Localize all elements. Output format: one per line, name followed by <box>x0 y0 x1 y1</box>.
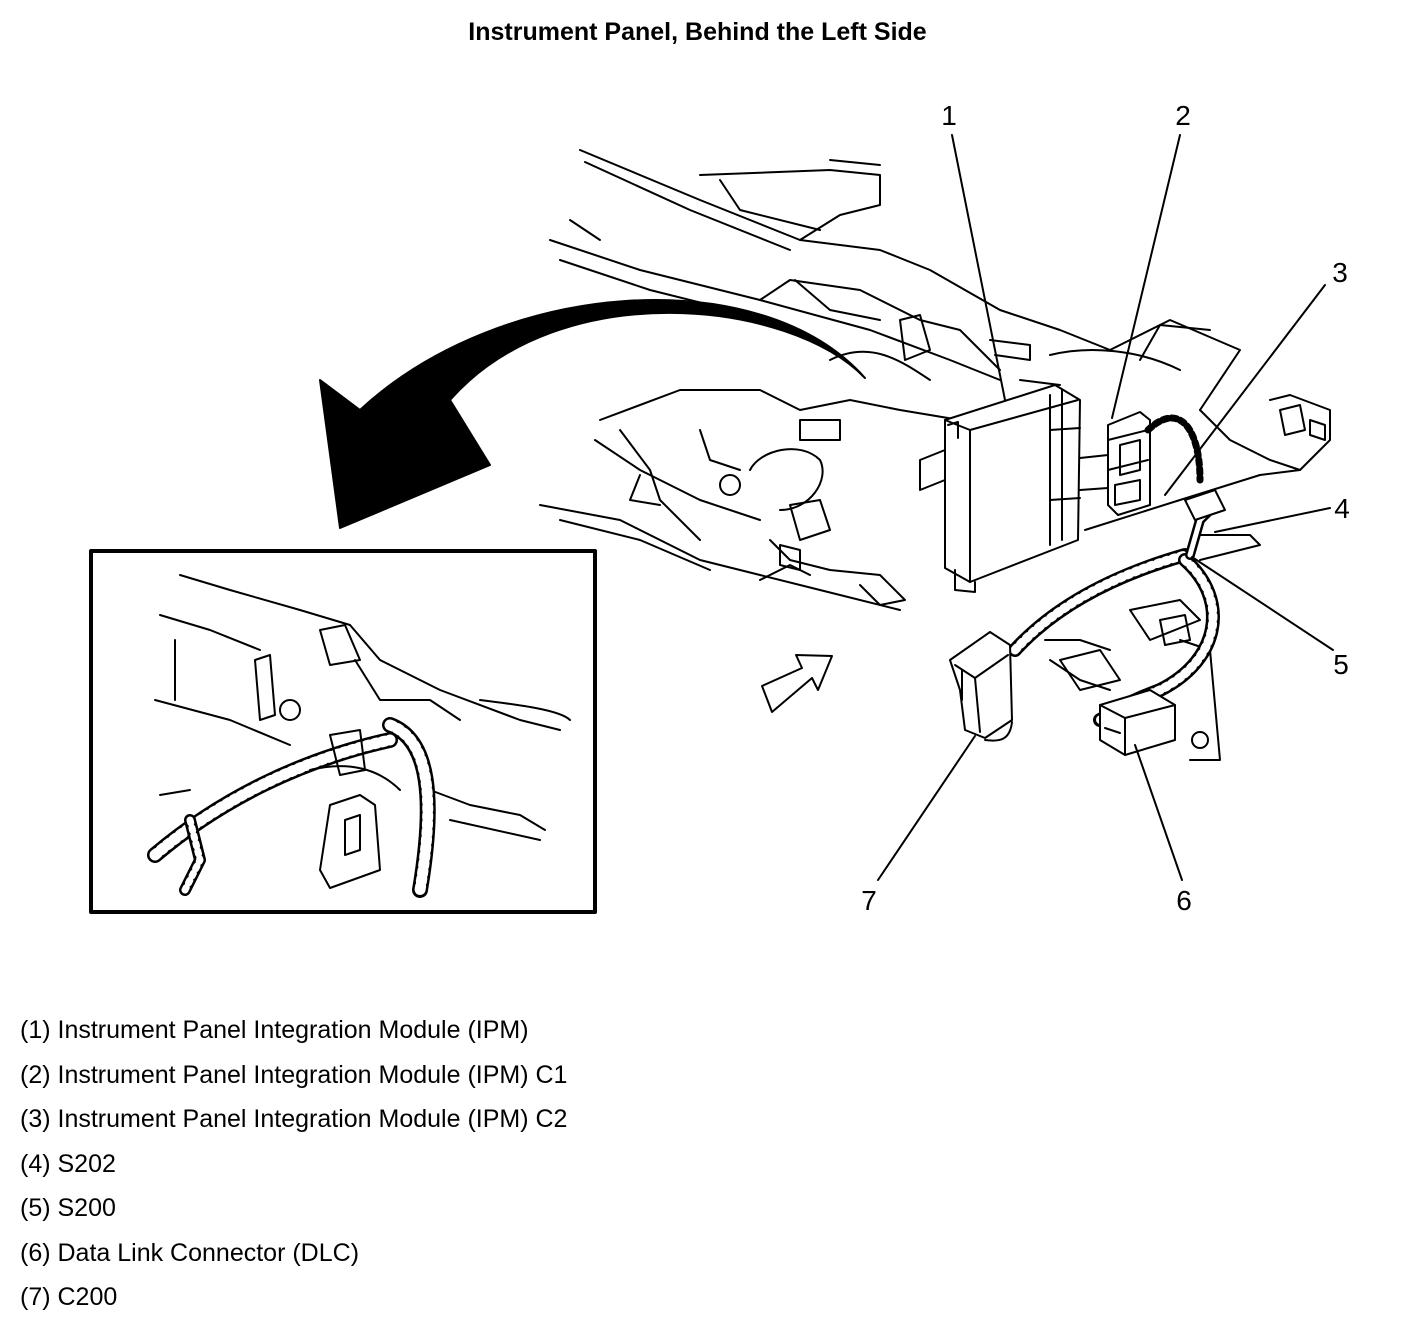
callout-3: 3 <box>1332 257 1348 288</box>
ipm-connectors-c1-c2 <box>1079 411 1204 516</box>
legend-item: (3) Instrument Panel Integration Module … <box>20 1105 568 1133</box>
callout-6: 6 <box>1176 885 1192 916</box>
callout-leader-lines <box>877 134 1334 881</box>
callout-4: 4 <box>1334 493 1350 524</box>
legend-item: (5) S200 <box>20 1194 116 1222</box>
instrument-panel-diagram: 1 2 3 4 5 6 7 <box>89 100 1350 916</box>
c200-connector <box>949 631 1013 742</box>
legend-item: (1) Instrument Panel Integration Module … <box>20 1016 529 1044</box>
view-direction-curved-arrow <box>319 299 866 529</box>
callout-1: 1 <box>941 100 957 131</box>
data-link-connector <box>1099 689 1176 756</box>
ipm-module <box>944 384 1081 593</box>
legend-item: (2) Instrument Panel Integration Module … <box>20 1060 568 1089</box>
component-legend: (1) Instrument Panel Integration Module … <box>20 1008 567 1320</box>
instrument-panel-structure <box>539 149 1331 761</box>
legend-item: (4) S202 <box>20 1149 116 1178</box>
diagram-title: Instrument Panel, Behind the Left Side <box>468 18 927 46</box>
legend-item: (6) Data Link Connector (DLC) <box>20 1238 360 1267</box>
callout-2: 2 <box>1175 100 1191 131</box>
detail-inset <box>89 549 597 914</box>
legend-item: (7) C200 <box>20 1283 118 1311</box>
callout-7: 7 <box>861 885 877 916</box>
view-direction-small-arrow <box>761 654 833 713</box>
callout-5: 5 <box>1333 649 1349 680</box>
